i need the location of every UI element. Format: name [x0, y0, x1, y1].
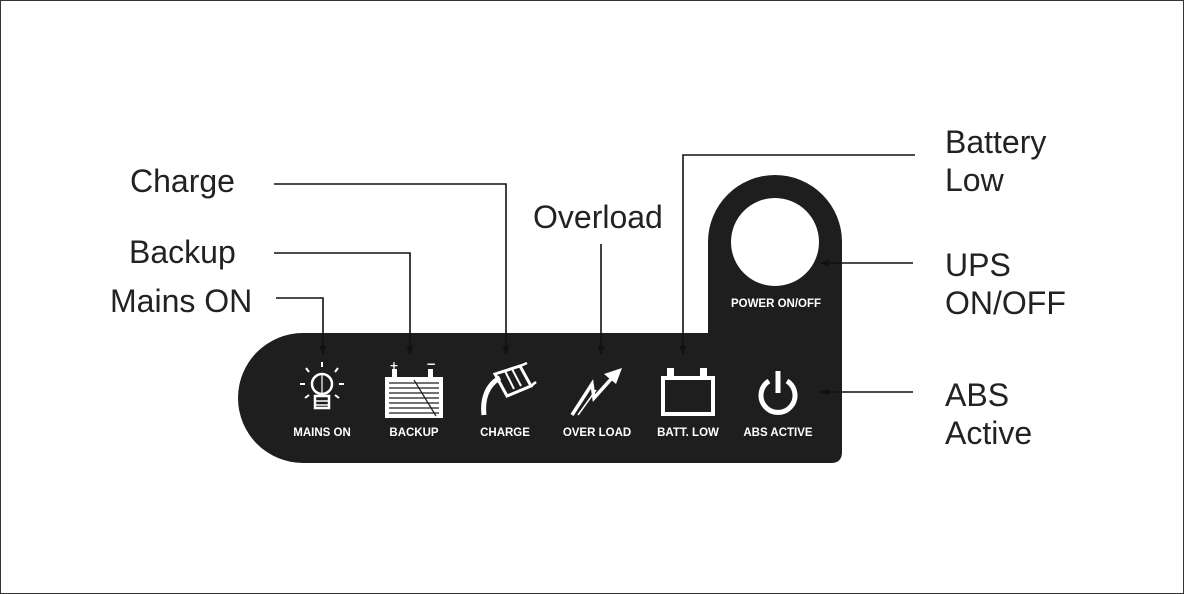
svg-text:−: − [426, 357, 436, 371]
leader-backup [274, 252, 414, 355]
charge-plug-icon [481, 361, 537, 416]
callout-abs-active-line1: ABS [945, 377, 1009, 413]
indicator-label-mains-on: MAINS ON [293, 427, 351, 439]
callout-ups-on-off-line1: UPS [945, 247, 1011, 283]
callout-overload: Overload [533, 199, 663, 235]
callout-backup: Backup [129, 234, 236, 270]
power-button-label: POWER ON/OFF [731, 298, 821, 310]
power-on-off-button[interactable] [731, 198, 819, 286]
power-icon [758, 371, 798, 415]
battery-cells-icon: + − [385, 357, 443, 418]
empty-battery-icon [661, 368, 715, 416]
leader-charge [274, 183, 510, 355]
lightning-icon [570, 368, 622, 416]
leader-battery-low [679, 154, 915, 355]
bulb-icon [300, 362, 344, 410]
leader-mains-on [276, 297, 327, 355]
svg-text:+: + [389, 359, 398, 372]
callout-battery-low-line1: Battery [945, 124, 1046, 160]
callout-mains-on: Mains ON [110, 283, 252, 319]
callout-ups-on-off-line2: ON/OFF [945, 285, 1066, 321]
indicator-label-over-load: OVER LOAD [563, 427, 631, 439]
callout-abs-active-line2: Active [945, 415, 1032, 451]
indicator-label-abs-active: ABS ACTIVE [743, 427, 813, 439]
indicator-label-charge: CHARGE [480, 427, 530, 439]
indicator-label-backup: BACKUP [389, 427, 439, 439]
indicator-label-batt-low: BATT. LOW [657, 427, 719, 439]
callout-battery-low-line2: Low [945, 162, 1005, 198]
callout-charge: Charge [130, 163, 235, 199]
